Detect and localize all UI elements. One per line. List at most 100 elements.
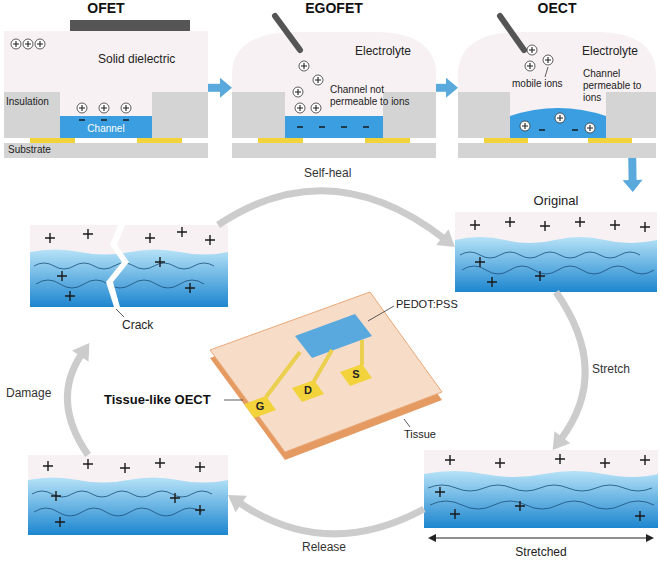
edge-label: Release [300, 540, 348, 554]
ofet-panel-part [4, 143, 208, 158]
original-panel-part [455, 237, 657, 292]
egofet-panel-part [293, 87, 303, 97]
ofet-panel-part [30, 138, 75, 143]
crack-panel-part [185, 283, 195, 293]
egofet-panel-part [341, 127, 347, 128]
stretched-panel-part [445, 455, 455, 465]
part-label: Electrolyte [582, 44, 654, 58]
tissue-device-part [340, 364, 372, 386]
egofet-panel [232, 16, 436, 158]
arrow-line [67, 354, 88, 455]
edge-label: Self-heal [302, 166, 353, 180]
oect-panel-part [606, 92, 656, 138]
arrow-head [72, 343, 89, 362]
ofet-panel-part [99, 103, 109, 113]
arrow-line [218, 191, 445, 239]
cycle-arrow [208, 78, 232, 98]
oect-panel-part [525, 61, 535, 71]
oect-panel-part [555, 113, 565, 123]
oect-panel [458, 16, 656, 158]
oect-panel-part [458, 92, 510, 138]
oect-panel-part [527, 45, 537, 55]
state-label: Original [455, 193, 657, 209]
released-panel-part [55, 517, 65, 527]
part-label: Channel [60, 123, 152, 135]
tissue-device-part [244, 396, 276, 418]
crack-panel-part [30, 225, 228, 307]
device-label: Tissue-like OECT [104, 392, 222, 408]
diagram-panel: Original [455, 192, 657, 292]
egofet-panel-part [311, 103, 321, 113]
cycle-arrow [228, 495, 424, 534]
ofet-panel-part [70, 20, 190, 31]
diagram-panel: Stretched [424, 450, 658, 568]
crack-panel-part [116, 309, 124, 317]
ofet-panel-part [23, 39, 33, 49]
stretched-panel-part [428, 534, 654, 542]
stretched-panel-part [435, 487, 445, 497]
cycle-arrow [436, 78, 458, 98]
stretched-panel-part [424, 450, 658, 528]
stretched-panel-part [424, 471, 658, 528]
cycle-arrow [67, 343, 89, 455]
arrow-head [228, 495, 247, 512]
oect-panel-part [572, 130, 578, 131]
egofet-panel-part [365, 138, 410, 143]
tissue-device-part [404, 419, 410, 427]
arrow-line [556, 292, 585, 440]
part-label: Tissue [404, 428, 454, 441]
oect-panel-part [500, 16, 524, 50]
tissue-device-part [368, 306, 394, 321]
released-panel-part [32, 491, 212, 516]
original-panel-part [460, 252, 654, 274]
pin-label: D [302, 384, 314, 397]
oect-panel-part [585, 123, 595, 133]
original-panel [455, 212, 657, 292]
stretched-panel-part [555, 454, 565, 464]
egofet-panel-part [297, 127, 303, 128]
cycle-arrow [623, 158, 643, 192]
original-panel-part [610, 220, 620, 230]
part-label: mobile ions [512, 78, 576, 90]
egofet-panel-part [232, 143, 436, 158]
crack-panel-part [155, 257, 165, 267]
oect-panel-part [545, 67, 548, 77]
arrow-head [623, 180, 643, 192]
part-label: Channel not permeable to ions [330, 84, 422, 108]
arrow-head [553, 431, 571, 450]
part-label: Electrolyte [355, 44, 433, 58]
released-panel-part [83, 459, 93, 469]
oect-panel-part [458, 143, 656, 158]
panel-title: OFET [4, 0, 208, 17]
released-panel-part [28, 455, 228, 535]
crack-panel-part [177, 227, 187, 237]
oect-panel-part [520, 121, 530, 131]
arrow-head [446, 78, 458, 98]
arrow-head [436, 229, 455, 247]
edge-label: Stretch [590, 362, 632, 376]
released-panel-part [195, 505, 205, 515]
diagram-panel: OECTElectrolytemobile ionsChannel permea… [458, 2, 656, 158]
released-panel-part [28, 478, 228, 536]
crack-panel-part [145, 233, 155, 243]
egofet-panel-part [363, 127, 369, 128]
released-panel-part [155, 458, 165, 468]
egofet-panel-part [285, 116, 383, 138]
edge-label: Damage [4, 386, 53, 400]
egofet-panel-part [275, 16, 300, 50]
egofet-panel-part [232, 92, 285, 138]
oect-panel-part [539, 130, 545, 131]
ofet-panel-part [4, 92, 60, 138]
released-panel-part [170, 493, 180, 503]
crack-panel-part [30, 250, 228, 308]
egofet-panel-part [258, 138, 303, 143]
diagram-panel: EGOFETElectrolyteChannel not permeable t… [232, 2, 436, 158]
part-label: Crack [122, 318, 182, 332]
part-label: PEDOT:PSS [396, 298, 460, 311]
ofet-panel-part [137, 138, 182, 143]
arrow-line [628, 158, 636, 182]
original-panel-part [640, 222, 650, 232]
ofet-panel-part [123, 120, 129, 121]
crack-panel-part [106, 225, 129, 307]
ofet-panel-part [11, 39, 21, 49]
